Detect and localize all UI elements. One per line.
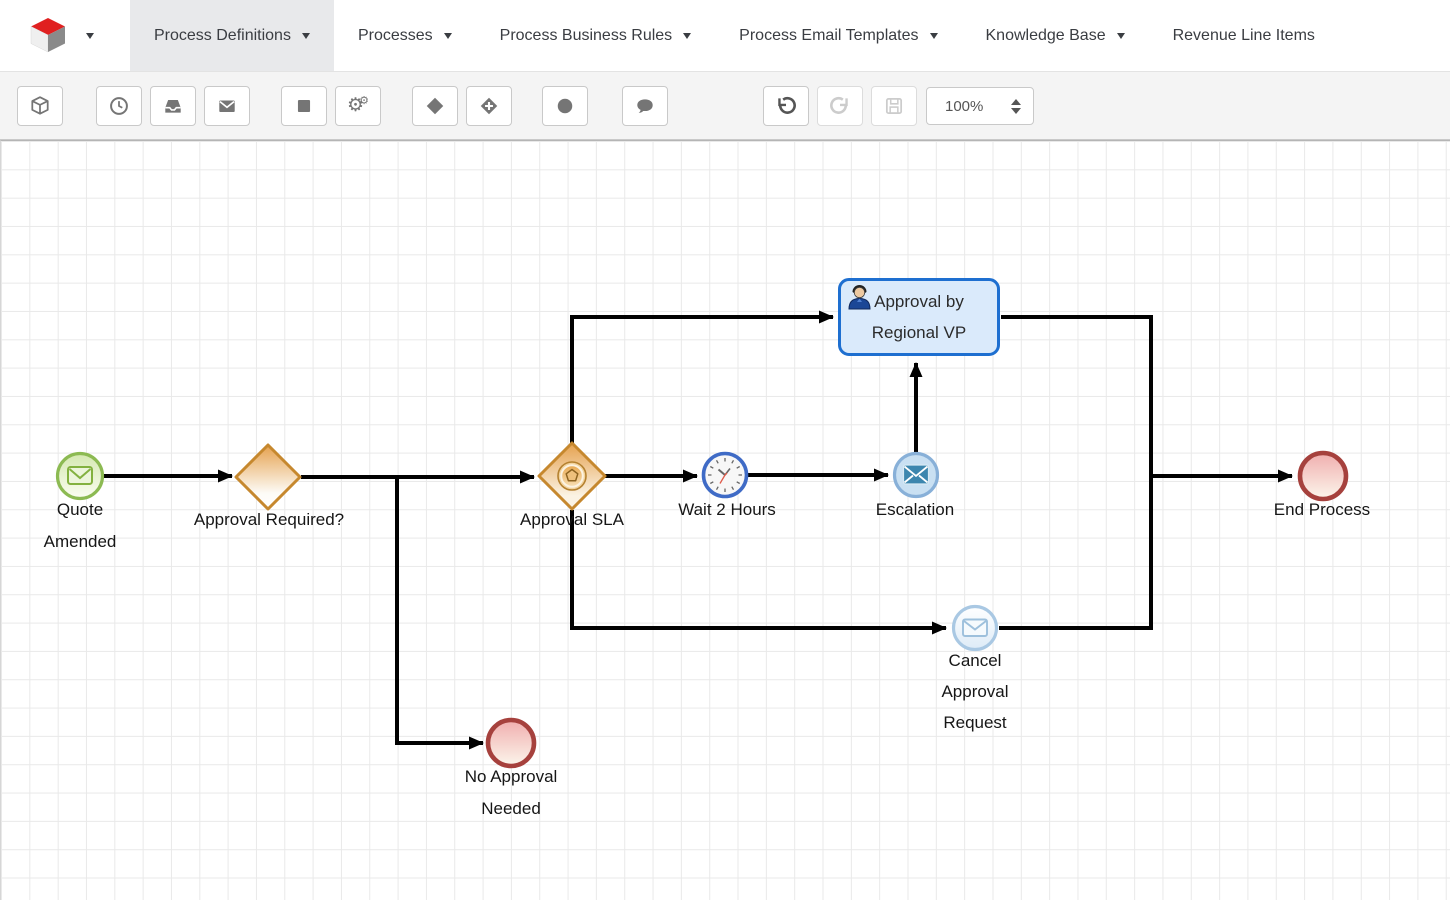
- save-button[interactable]: [871, 86, 917, 126]
- chevron-down-icon: [301, 32, 310, 39]
- module-nav: Process Definitions Processes Process Bu…: [0, 0, 1450, 72]
- chevron-down-icon: [929, 32, 938, 39]
- node-label-cancel-approval-request: Cancel Approval Request: [941, 651, 1009, 732]
- process-cube-button[interactable]: [17, 86, 63, 126]
- tab-process-email-templates[interactable]: Process Email Templates: [715, 0, 961, 71]
- designer-toolbar: ⚙⚙: [0, 72, 1450, 140]
- chevron-down-icon: [443, 32, 452, 39]
- message-event-escalation[interactable]: [890, 449, 942, 501]
- gateway-button[interactable]: [412, 86, 458, 126]
- circle-icon: [557, 98, 573, 114]
- tab-revenue-line-items[interactable]: Revenue Line Items: [1172, 26, 1315, 44]
- user-icon: [848, 285, 871, 310]
- undo-button[interactable]: [763, 86, 809, 126]
- task-approval-by-regional-vp[interactable]: Approval by Regional VP: [838, 278, 1000, 356]
- start-event-quote-amended[interactable]: [54, 450, 106, 502]
- clock-face-icon: [708, 458, 742, 492]
- tab-process-business-rules[interactable]: Process Business Rules: [476, 0, 716, 71]
- save-icon: [885, 97, 903, 115]
- chevron-down-icon: [1116, 32, 1125, 39]
- timer-event-button[interactable]: [96, 86, 142, 126]
- zoom-level-value: 100%: [945, 97, 984, 115]
- gateway-approval-sla[interactable]: [535, 439, 609, 513]
- node-label-quote-amended: Quote Amended: [43, 500, 117, 551]
- zoom-level-select[interactable]: 100%: [926, 87, 1034, 125]
- comment-icon: [637, 99, 653, 113]
- node-label-no-approval-needed: No Approval Needed: [464, 767, 558, 818]
- tab-processes[interactable]: Processes: [334, 0, 476, 71]
- receive-message-button[interactable]: [150, 86, 196, 126]
- event-gateway-pentagon-icon: [557, 461, 587, 491]
- cube-icon: [31, 96, 49, 115]
- node-label-approval-required: Approval Required?: [193, 510, 345, 529]
- node-label-end-process: End Process: [1273, 500, 1371, 519]
- outline-envelope-icon: [962, 618, 988, 637]
- filled-envelope-icon: [902, 464, 930, 485]
- gears-icon: ⚙⚙: [347, 95, 369, 116]
- timer-event-wait-2-hours[interactable]: [699, 449, 751, 501]
- message-event-cancel-approval-request[interactable]: [949, 602, 1001, 654]
- message-envelope-icon: [67, 466, 93, 485]
- diamond-icon: [426, 97, 444, 115]
- node-label-wait-2-hours: Wait 2 Hours: [678, 500, 776, 519]
- send-message-button[interactable]: [204, 86, 250, 126]
- event-button[interactable]: [542, 86, 588, 126]
- app-logo-menu[interactable]: [0, 0, 130, 71]
- zoom-stepper[interactable]: [1011, 98, 1033, 114]
- end-event-no-approval-needed[interactable]: [482, 714, 540, 772]
- action-settings-button[interactable]: ⚙⚙: [335, 86, 381, 126]
- node-label-escalation: Escalation: [875, 500, 955, 519]
- end-event-end-process[interactable]: [1294, 447, 1352, 505]
- tab-process-definitions[interactable]: Process Definitions: [130, 0, 334, 71]
- chevron-down-icon: [86, 32, 94, 39]
- gateway-approval-required[interactable]: [232, 441, 304, 513]
- redo-icon: [830, 96, 848, 114]
- undo-icon: [778, 96, 796, 114]
- node-label-approval-sla: Approval SLA: [520, 510, 624, 529]
- annotation-button[interactable]: [622, 86, 668, 126]
- square-icon: [297, 99, 311, 113]
- chevron-down-icon: [683, 32, 692, 39]
- process-designer-canvas[interactable]: Quote Amended Approval Required? Approva…: [0, 140, 1450, 900]
- tab-knowledge-base[interactable]: Knowledge Base: [962, 0, 1149, 71]
- task-label: Approval by Regional VP: [871, 292, 967, 342]
- event-gateway-button[interactable]: [466, 86, 512, 126]
- stepper-up-icon: [1011, 98, 1021, 105]
- sugar-cube-logo-icon: [30, 17, 65, 52]
- envelope-icon: [219, 100, 235, 113]
- diamond-plus-icon: [480, 97, 498, 115]
- stepper-down-icon: [1011, 107, 1021, 114]
- redo-button[interactable]: [817, 86, 863, 126]
- inbox-icon: [165, 99, 181, 113]
- activity-button[interactable]: [281, 86, 327, 126]
- clock-icon: [110, 97, 128, 115]
